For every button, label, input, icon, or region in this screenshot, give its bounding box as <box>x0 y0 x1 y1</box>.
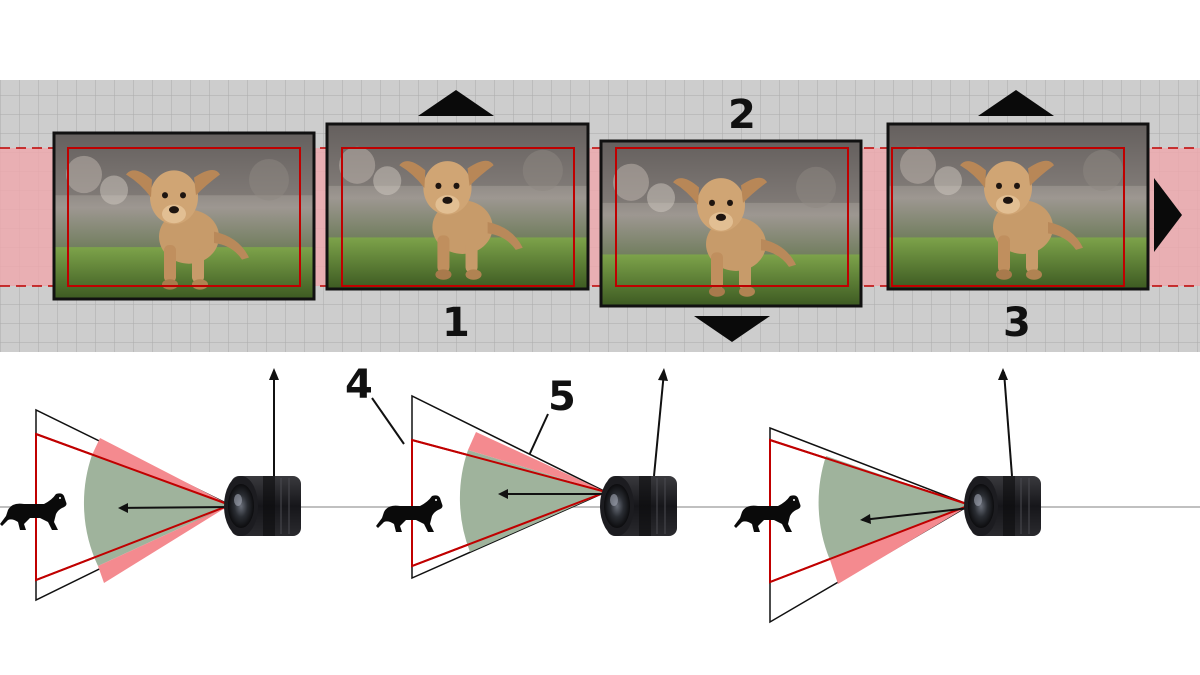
frame-4 <box>886 122 1150 291</box>
right-arrow-icon <box>1154 178 1182 252</box>
leader-line-4 <box>371 397 405 445</box>
frame-3 <box>599 139 863 308</box>
down-arrow-icon <box>694 316 770 342</box>
camera-lens-icon <box>964 476 1041 536</box>
label-4: 4 <box>345 362 373 408</box>
camera-diagram-3 <box>734 368 1041 624</box>
up-arrow-icon <box>978 90 1054 116</box>
camera-diagram-2 <box>376 368 677 580</box>
frame-2 <box>325 122 590 291</box>
label-3: 3 <box>1003 300 1031 346</box>
camera-lens-icon <box>600 476 677 536</box>
camera-diagram-1 <box>0 368 301 602</box>
up-arrow-icon <box>418 90 494 116</box>
label-5: 5 <box>548 374 576 420</box>
puppy-photo-3 <box>601 141 861 306</box>
frame-1 <box>52 131 316 301</box>
camera-lens-icon <box>224 476 301 536</box>
label-2: 2 <box>728 92 756 138</box>
puppy-photo-1 <box>54 133 314 299</box>
label-1: 1 <box>442 300 470 346</box>
